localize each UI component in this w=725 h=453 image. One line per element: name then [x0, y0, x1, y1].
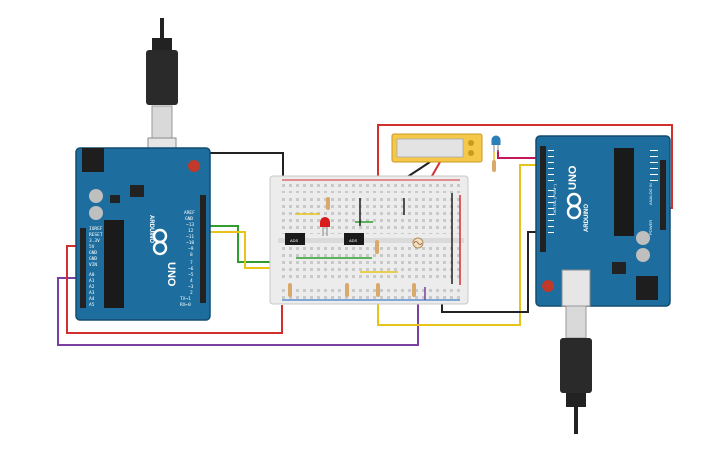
right-arduino[interactable]: ARDUINO UNO DIGITAL (PWM~) ANALOG IN POW…: [535, 135, 671, 307]
ic-chip-1-label: ADS: [290, 238, 299, 243]
digital-header: [200, 195, 206, 303]
left-arduino[interactable]: ARDUINO UNO AREF GND ~13 12 ~11 ~10 ~9 8…: [75, 147, 211, 321]
led-red-icon[interactable]: [320, 217, 330, 236]
atmega-chip: [614, 148, 634, 236]
right-usb-cable[interactable]: [560, 269, 592, 434]
pin-label: 2: [190, 290, 193, 296]
resistor-icon[interactable]: [492, 160, 496, 172]
right-analog-label: ANALOG IN: [648, 183, 653, 205]
power-label: IOREF: [89, 226, 103, 232]
pin-label: TX→1: [180, 296, 191, 302]
power-label: RESET: [89, 232, 103, 238]
resistor-icon[interactable]: [376, 283, 380, 297]
resistor-icon[interactable]: [345, 283, 349, 297]
pin-label: ~11: [186, 234, 194, 240]
right-brand: ARDUINO: [584, 204, 590, 232]
pin-label: RX←0: [180, 302, 191, 308]
pin-label: ~6: [188, 266, 194, 272]
analog-label: A1: [89, 278, 95, 284]
wire-led-magenta[interactable]: [497, 150, 540, 159]
resistor-icon[interactable]: [326, 197, 330, 210]
power-label: GND: [89, 250, 97, 256]
digital-header: [540, 146, 546, 252]
power-label: 5V: [89, 244, 95, 250]
pin-label: GND: [185, 216, 193, 222]
lcd-pin-icon: [468, 140, 474, 146]
power-label: 3.3V: [89, 238, 100, 244]
atmega-chip: [104, 220, 124, 308]
analog-header: [660, 160, 666, 230]
pin-label: ~3: [188, 284, 194, 290]
analog-label: A5: [89, 302, 95, 308]
resistor-icon[interactable]: [288, 283, 292, 297]
wire-green[interactable]: [208, 225, 292, 263]
lcd-pin-icon: [468, 150, 474, 156]
wire-red-left[interactable]: [66, 245, 283, 334]
capacitor-icon: [89, 189, 103, 203]
lcd-display[interactable]: [391, 133, 483, 163]
ic-chip-2-label: ADS: [349, 238, 358, 243]
pin-label: 7: [190, 260, 193, 266]
reset-button[interactable]: [188, 160, 200, 172]
pin-label: AREF: [184, 210, 195, 216]
ic-chip-1[interactable]: [285, 233, 305, 245]
breadboard[interactable]: ADS ADS: [269, 175, 469, 305]
pin-label: ~5: [188, 272, 194, 278]
capacitor-icon: [636, 231, 650, 245]
resistor-icon[interactable]: [375, 240, 379, 254]
analog-header: [80, 228, 86, 308]
analog-label: A4: [89, 296, 95, 302]
power-label: GND: [89, 256, 97, 262]
power-label: VIN: [89, 262, 97, 268]
arduino-logo-icon: [566, 192, 582, 220]
arduino-logo-icon: [152, 228, 168, 256]
analog-label: A3: [89, 290, 95, 296]
capacitor-icon: [89, 206, 103, 220]
pin-label: 4: [190, 278, 193, 284]
photoresistor-icon[interactable]: [412, 237, 424, 249]
capacitor-icon: [636, 248, 650, 262]
right-digital-label: DIGITAL (PWM~): [552, 183, 557, 215]
power-jack: [636, 276, 658, 300]
left-brand: ARDUINO: [148, 215, 154, 243]
right-power-label: POWER: [648, 220, 653, 235]
power-jack: [82, 148, 104, 172]
pin-label: ~13: [186, 222, 194, 228]
led-blue-icon[interactable]: [491, 135, 501, 153]
pin-label: ~10: [186, 240, 194, 246]
pin-label: ~9: [188, 246, 194, 252]
reset-button[interactable]: [542, 280, 554, 292]
wire-yellow-right[interactable]: [377, 164, 538, 326]
analog-label: A0: [89, 272, 95, 278]
analog-label: A2: [89, 284, 95, 290]
resistor-icon[interactable]: [412, 283, 416, 297]
right-model: UNO: [567, 165, 579, 190]
left-model: UNO: [165, 262, 177, 287]
ic-chip-2[interactable]: [344, 233, 364, 245]
pin-label: 12: [188, 228, 194, 234]
pin-label: 8: [190, 252, 193, 258]
